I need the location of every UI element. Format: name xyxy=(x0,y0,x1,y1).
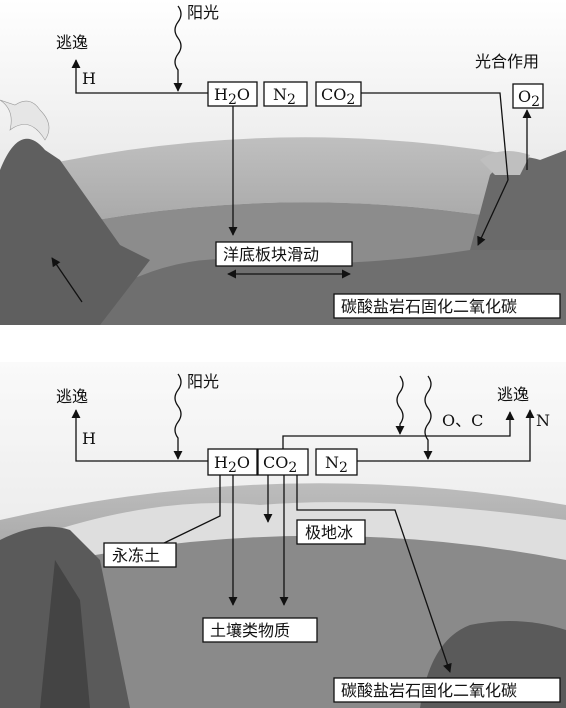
top-sunlight-label: 阳光 xyxy=(187,3,219,22)
box-carbonate-bottom xyxy=(333,677,561,703)
bottom-soil-label: 土壤类物质 xyxy=(210,621,290,640)
bottom-boxes xyxy=(103,448,561,703)
top-labels: 阳光 逃逸 H 光合作用 H2O N2 CO2 O2 洋底板块滑动 碳酸盐岩石固… xyxy=(56,3,540,316)
top-boxes xyxy=(207,81,561,319)
bottom-carbonate-label: 碳酸盐岩石固化二氧化碳 xyxy=(341,681,517,700)
box-bottom-h2o xyxy=(207,448,258,476)
box-soil xyxy=(202,617,318,643)
box-bottom-co2 xyxy=(257,448,309,476)
bottom-co2-label: CO2 xyxy=(263,453,297,476)
bottom-escape-left-h-label: H xyxy=(82,429,96,448)
bottom-polar-ice-label: 极地冰 xyxy=(305,523,353,542)
top-co2-label: CO2 xyxy=(321,85,355,108)
top-panel-wires xyxy=(51,5,532,303)
top-o2-label: O2 xyxy=(518,87,540,110)
bottom-escape-oc-label: O、C xyxy=(442,411,483,430)
top-photosynthesis-label: 光合作用 xyxy=(475,52,539,71)
top-escape-h-label: H xyxy=(82,69,96,88)
bottom-escape-right-label: 逃逸 xyxy=(497,385,529,404)
top-plate-label: 洋底板块滑动 xyxy=(223,245,319,264)
bottom-escape-n-label: N xyxy=(536,411,550,430)
bottom-panel-wires xyxy=(71,373,535,673)
bottom-n2-label: N2 xyxy=(325,453,348,476)
box-bottom-n2 xyxy=(315,448,358,476)
box-co2 xyxy=(315,81,362,107)
box-polar-ice xyxy=(296,519,366,545)
bottom-labels: 阳光 逃逸 H 逃逸 O、C N H2O CO2 N2 永冻土 极地冰 土壤类物… xyxy=(56,372,550,700)
box-o2 xyxy=(512,83,544,109)
box-carbonate-top xyxy=(333,293,561,319)
top-h2o-label: H2O xyxy=(214,85,250,108)
box-h2o xyxy=(207,81,258,107)
top-n2-label: N2 xyxy=(273,85,296,108)
box-permafrost xyxy=(103,542,177,568)
top-escape-label: 逃逸 xyxy=(56,33,88,52)
bottom-panel-scene xyxy=(0,362,566,708)
box-plate xyxy=(215,241,353,267)
bottom-h2o-label: H2O xyxy=(214,453,250,476)
bottom-sunlight-label: 阳光 xyxy=(187,372,219,391)
top-carbonate-label: 碳酸盐岩石固化二氧化碳 xyxy=(341,297,517,316)
bottom-permafrost-label: 永冻土 xyxy=(112,546,160,565)
box-n2 xyxy=(263,81,308,107)
bottom-escape-left-label: 逃逸 xyxy=(56,387,88,406)
